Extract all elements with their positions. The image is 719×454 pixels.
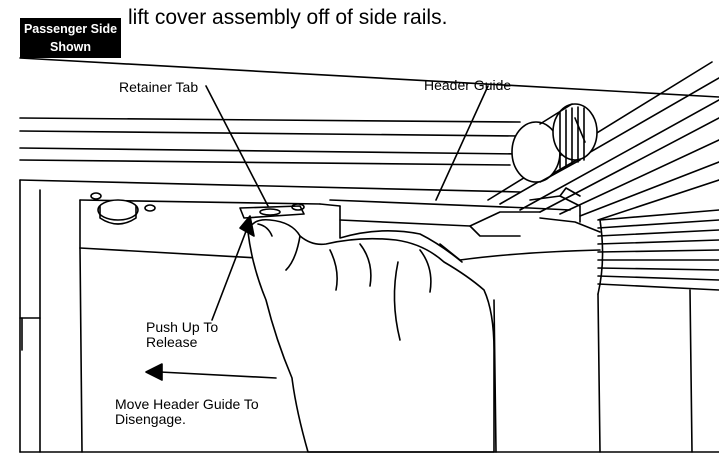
bolt-head — [90, 192, 156, 225]
retainer-tab-label: Retainer Tab — [119, 79, 199, 95]
rail-knob — [511, 103, 598, 183]
side-rail-5 — [559, 139, 719, 215]
move-line-2: Disengage. — [115, 411, 186, 427]
upper-rail-bottom — [19, 130, 521, 137]
side-rail-7 — [597, 179, 719, 221]
move-left-arrow — [145, 363, 277, 381]
header-guide-label: Header Guide — [424, 77, 512, 93]
move-line-1: Move Header Guide To — [115, 396, 259, 412]
lower-rail-bottom — [19, 159, 511, 166]
side-rail-2 — [499, 77, 719, 205]
badge-line-2: Shown — [50, 40, 91, 54]
retainer-tab-leader — [205, 85, 269, 207]
side-rail-6 — [579, 161, 719, 217]
back-wall-left — [79, 247, 83, 453]
push-up-arrow — [211, 215, 255, 321]
cover-folds — [597, 209, 719, 453]
push-up-label: Push Up To Release — [146, 320, 218, 350]
header-guide-leader — [435, 85, 489, 201]
side-rail-4 — [539, 117, 719, 213]
push-up-line-2: Release — [146, 334, 198, 350]
push-up-line-1: Push Up To — [146, 319, 219, 335]
instruction-caption: lift cover assembly off of side rails. — [128, 6, 448, 29]
lower-rail-top — [19, 147, 521, 155]
badge-line-1: Passenger Side — [23, 22, 118, 36]
passenger-side-badge: Passenger Side Shown — [20, 18, 121, 58]
side-rail-3 — [519, 99, 719, 211]
back-wall-right — [493, 299, 497, 453]
top-rail-line — [19, 57, 719, 98]
upper-rail-top — [19, 117, 521, 123]
header-guide — [329, 187, 601, 263]
retainer-tab — [239, 203, 305, 219]
hand — [247, 218, 495, 453]
move-header-guide-label: Move Header Guide To Disengage. — [115, 397, 259, 427]
header-ledge-top — [19, 179, 521, 193]
